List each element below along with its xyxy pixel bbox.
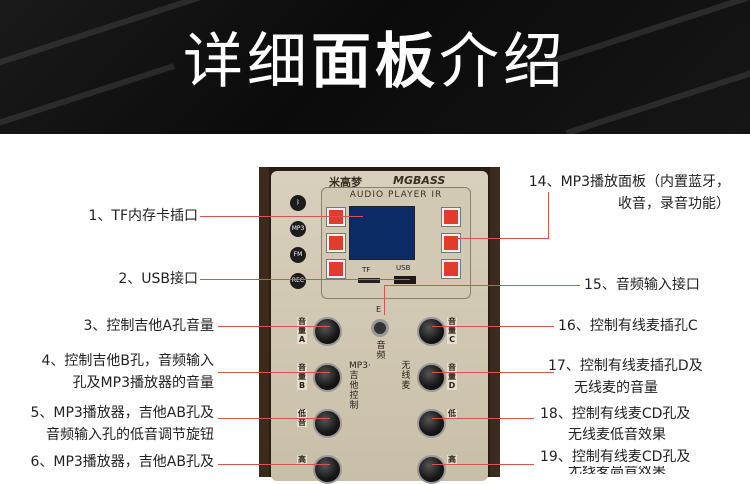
- callout-16: 16、控制有线麦插孔C: [558, 318, 698, 334]
- mic-c-volume-knob: [417, 317, 446, 346]
- cabinet-side-left: [259, 167, 269, 477]
- mic-d-volume-knob: [417, 363, 446, 392]
- knob-label-treble-right: 高: [447, 455, 457, 464]
- mic-bass-knob: [417, 409, 446, 438]
- knob-label-treble-left: 高: [297, 455, 307, 464]
- stop-button: [442, 234, 460, 252]
- title-banner: 详细面板介绍: [0, 0, 750, 134]
- leader-line-14-vertical: [548, 192, 549, 238]
- leader-line-14: [458, 238, 549, 239]
- callout-19-line-1: 19、控制有线麦CD孔及: [540, 449, 691, 465]
- leader-line-5: [218, 418, 330, 419]
- callout-4-line-2: 孔及MP3播放器的音量: [72, 375, 214, 391]
- leader-line-18: [432, 418, 534, 419]
- leader-line-15: [384, 285, 580, 286]
- callout-18-line-1: 18、控制有线麦CD孔及: [540, 406, 691, 422]
- mp3-player-panel: AUDIO PLAYER IR TF USB: [321, 187, 471, 299]
- leader-line-2: [200, 279, 410, 280]
- callout-5-line-1: 5、MP3播放器，吉他AB孔及: [30, 405, 214, 421]
- callout-2: 2、USB接口: [118, 271, 198, 287]
- leader-line-3: [218, 326, 330, 327]
- leader-line-15-vertical: [384, 285, 385, 315]
- leader-line-1: [200, 216, 363, 217]
- leader-line-19: [432, 464, 534, 465]
- leader-line-6: [218, 464, 330, 465]
- wireless-mic-label: 无线麦: [401, 361, 411, 391]
- callout-14-line-1: 14、MP3播放面板（内置蓝牙，: [528, 174, 730, 190]
- callout-4-line-1: 4、控制吉他B孔，音频输入: [41, 353, 214, 369]
- leader-line-4: [218, 372, 330, 373]
- guitar-b-volume-knob: [313, 363, 342, 392]
- brand-logo: MGBASS: [393, 174, 446, 187]
- brand-logo-cn: 米高梦: [329, 176, 362, 189]
- knob-label-volume-d: 音量D: [447, 363, 457, 390]
- callout-17-line-2: 无线麦的音量: [574, 380, 658, 396]
- callout-15: 15、音频输入接口: [584, 277, 700, 293]
- audio-player-text: AUDIO PLAYER: [349, 190, 428, 200]
- mode-rec-button: REC: [290, 273, 306, 289]
- mp3-bass-knob: [313, 409, 342, 438]
- title-part-2: 介绍: [439, 27, 567, 97]
- callout-5-line-2: 音频输入孔的低音调节旋钮: [46, 427, 214, 443]
- knob-label-volume-a: 音量A: [297, 317, 307, 344]
- ir-label: IR: [431, 190, 443, 200]
- usb-port: [394, 276, 416, 284]
- title-part-1: 详细: [183, 27, 311, 97]
- cabinet-side-right: [490, 167, 500, 477]
- knob-label-volume-b: 音量B: [297, 363, 307, 390]
- callout-3: 3、控制吉他A孔音量: [83, 318, 214, 334]
- audio-player-label: AUDIO PLAYER IR: [322, 190, 470, 200]
- callout-6-line-1: 6、MP3播放器，吉他AB孔及: [30, 454, 214, 470]
- tf-label: TF: [362, 266, 371, 274]
- audio-input-jack: [371, 319, 389, 337]
- knob-label-bass-right: 低: [447, 409, 457, 418]
- knob-label-volume-c: 音量C: [447, 317, 457, 344]
- mp3-guitar-control-label: MP3·吉他控制: [349, 361, 371, 411]
- page-title: 详细面板介绍: [0, 22, 750, 102]
- play-button: [327, 208, 345, 226]
- callout-18-line-2: 无线麦低音效果: [568, 427, 666, 443]
- title-part-bold: 面板: [311, 27, 439, 97]
- leader-line-16: [432, 326, 554, 327]
- record-button: [442, 260, 460, 278]
- mixer-panel-photo: 米高梦 MGBASS ᛒ MP3 FM REC AUDIO PLAYER IR …: [259, 167, 500, 484]
- mode-fm-button: FM: [290, 247, 306, 263]
- tf-card-slot: [358, 278, 380, 283]
- mic-treble-knob: [417, 455, 446, 484]
- usb-label: USB: [396, 264, 411, 272]
- callout-14-line-2: 收音，录音功能）: [618, 196, 730, 212]
- prev-button: [327, 260, 345, 278]
- bluetooth-icon: ᛒ: [290, 195, 306, 211]
- mp3-treble-knob: [313, 455, 342, 484]
- audio-input-label: 音频: [376, 341, 386, 361]
- jack-label: E: [376, 305, 382, 314]
- leader-line-17: [432, 372, 554, 373]
- callout-19-line-2: 无线麦高音效果: [568, 466, 666, 474]
- lcd-screen: [349, 206, 415, 260]
- next-button: [327, 234, 345, 252]
- callout-1: 1、TF内存卡插口: [88, 208, 198, 224]
- menu-button: [442, 208, 460, 226]
- callout-17-line-1: 17、控制有线麦插孔D及: [548, 358, 703, 374]
- guitar-a-volume-knob: [313, 317, 342, 346]
- mode-mp3-button: MP3: [290, 221, 306, 237]
